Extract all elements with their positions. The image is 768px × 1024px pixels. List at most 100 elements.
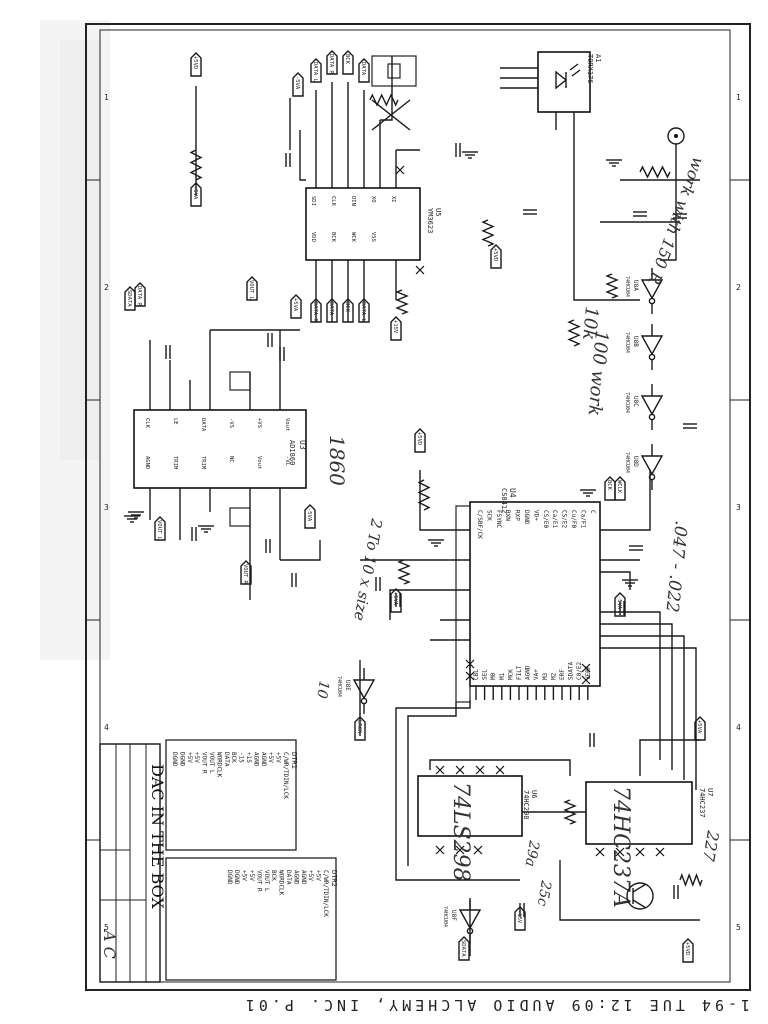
pin-label: FSYNC	[495, 510, 502, 528]
inverter-gate	[352, 679, 376, 700]
no-connect-mark	[581, 675, 591, 685]
fax-header: 1-94 TUE 12:09 AUDIO ALCHEMY, INC. P.01	[242, 996, 750, 1014]
net-flag	[326, 298, 338, 323]
note-u6-b: 25c	[534, 878, 554, 907]
net-flag	[390, 588, 402, 613]
pin-label: VERF	[585, 665, 592, 680]
gate-label: U8E	[344, 680, 351, 691]
net-flag	[342, 50, 354, 75]
pin-label: AGND	[144, 456, 150, 469]
pin-label: CS/E0	[542, 510, 549, 528]
connector-line: VOUT L	[263, 870, 270, 892]
chip-ref: A1	[594, 54, 602, 62]
no-connect-mark	[635, 847, 645, 857]
no-connect-mark	[655, 847, 665, 857]
connector-line: +5V	[193, 752, 200, 763]
chip-u7-74hc237: 74HC237A U7 74HC237	[585, 781, 714, 908]
pin-label: WCK	[350, 232, 356, 243]
pin-label: VA+	[533, 669, 540, 680]
resistor	[189, 149, 203, 181]
no-connect-mark	[435, 765, 445, 775]
net-label: +5VA	[392, 592, 398, 606]
net-flag	[154, 516, 166, 541]
net-label: SDATA	[460, 940, 466, 957]
net-label: LRCK	[356, 720, 362, 734]
net-flag	[326, 50, 338, 75]
net-flag	[292, 72, 304, 97]
wiring	[195, 56, 700, 956]
connector-line: C/WR/TDIN/LCK	[322, 870, 329, 917]
net-label: VOUT L	[156, 520, 162, 541]
pin-label: VSS	[370, 232, 376, 242]
connector-line: DATA	[285, 870, 292, 885]
net-flag	[354, 716, 366, 741]
net-label: BCK	[344, 302, 350, 313]
zone-number: 4	[736, 723, 741, 732]
note-100-work: 100 work	[584, 330, 612, 417]
net-flag	[414, 428, 426, 453]
chip-ref: U6	[530, 790, 538, 798]
net-flag	[358, 58, 370, 83]
pin-label: C/SBF/CK	[476, 510, 483, 539]
net-label: VOUT L	[248, 280, 254, 301]
inverter-gate	[640, 335, 664, 356]
net-label: +5VD	[492, 248, 498, 261]
pin-label: LE	[172, 418, 178, 425]
pin-label: VD+	[532, 510, 539, 521]
chip-u5-ym3623: U5 YM3623	[305, 55, 442, 322]
inverter-bubble	[648, 353, 656, 361]
pin-label: TRIM	[172, 456, 178, 470]
no-connect-mark	[465, 671, 475, 681]
pin-label: RXP	[514, 510, 521, 521]
pin-label: BCK	[330, 232, 336, 243]
no-connect-mark	[615, 847, 625, 857]
resistor	[567, 319, 581, 347]
connector-line: +5V	[248, 870, 255, 881]
connector-line: +5V	[315, 870, 322, 881]
no-connect-mark	[435, 845, 445, 855]
chip-ref: U5	[434, 208, 442, 216]
connector-line: VOUT R	[201, 752, 208, 774]
net-label: DATA	[328, 302, 334, 316]
chip-part: AD1860	[288, 440, 296, 465]
pin-label: -VS	[228, 418, 234, 428]
pin-label: TRIM	[200, 456, 206, 470]
net-label: SDATA	[126, 290, 132, 307]
net-label: +5VD	[684, 942, 690, 955]
net-flag	[604, 476, 616, 501]
resistor	[679, 872, 703, 888]
net-label: BCK	[606, 480, 612, 491]
pin-label: SDATA	[568, 662, 575, 680]
pin-label: Vout	[284, 418, 290, 431]
pin-label: ERF	[559, 669, 566, 680]
title-block-sheet: A C	[100, 928, 119, 959]
zone-number: 3	[736, 503, 741, 512]
chip-u3-ad1860: U3 AD1860 1860	[133, 330, 349, 580]
gate-part: 74HCU04	[624, 276, 630, 297]
connector-line: -15	[238, 752, 245, 763]
connector-line: DATA	[223, 752, 230, 767]
net-flag	[310, 298, 322, 323]
sheet-frame	[85, 23, 751, 991]
gate-part: 74HCU04	[624, 452, 630, 473]
net-label: DATA R	[328, 54, 334, 75]
resistor	[563, 799, 577, 825]
connector-line: +5V	[275, 752, 282, 763]
net-flag	[190, 52, 202, 77]
pin-label: C	[589, 510, 596, 514]
pin-label: SDI	[310, 196, 316, 206]
connector-dtr1-lines: C/WR/TDIN/LCK+5V+5VAGNDAGND+15-15BCKDATA…	[171, 752, 289, 799]
no-connect-mark	[455, 765, 465, 775]
zone-number: 1	[104, 93, 109, 102]
connector-line: AGND	[260, 752, 267, 767]
connector-line: VOUT L	[208, 752, 215, 774]
pin-label: M0	[490, 672, 497, 680]
pin-label: M2	[550, 672, 557, 680]
net-flag	[246, 276, 258, 301]
net-label: -15V	[516, 910, 522, 924]
net-label: +5VA	[192, 186, 198, 200]
gate-part: 74HCU04	[624, 392, 630, 413]
